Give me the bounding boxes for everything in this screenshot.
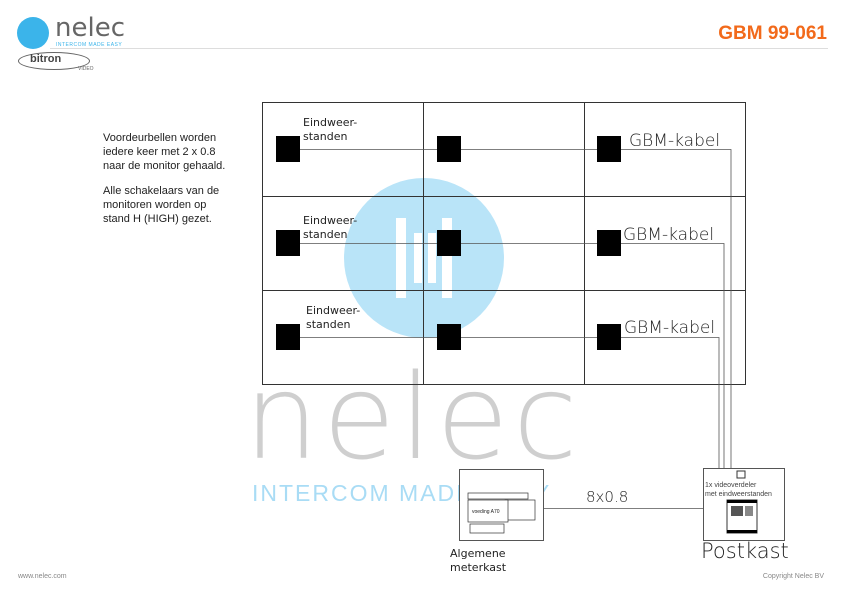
note-2: Alle schakelaars van de monitoren worden … [103, 184, 219, 226]
postkast-label: Postkast [701, 539, 789, 563]
monitor-row2-right [597, 230, 621, 256]
monitor-row1-mid [437, 136, 461, 162]
cable-8x08-label: 8x0.8 [586, 488, 629, 506]
postkast-desc: 1x videoverdeler met eindweerstanden [705, 481, 772, 499]
cable-label-row3: GBM-kabel [624, 318, 716, 338]
label-line: Eindweer- [306, 304, 361, 317]
footer-url[interactable]: www.nelec.com [18, 573, 67, 580]
label-line: standen [303, 228, 348, 241]
label-line: Eindweer- [303, 116, 358, 129]
doc-code: GBM 99-061 [718, 23, 827, 44]
label-line: standen [303, 130, 348, 143]
monitor-row1-right [597, 136, 621, 162]
doorbell-row1 [276, 136, 300, 162]
label-line: 1x videoverdeler [705, 482, 757, 489]
label-line: Algemene [450, 547, 506, 560]
note-line: monitoren worden op [103, 199, 207, 211]
nelec-logo-text: nelec [55, 13, 125, 43]
note-line: stand H (HIGH) gezet. [103, 213, 212, 225]
power-supply-icon [467, 492, 536, 534]
watermark-text: nelec [244, 348, 582, 486]
nelec-logo-icon [17, 17, 49, 49]
label-line: Eindweer- [303, 214, 358, 227]
building-grid [262, 102, 746, 385]
label-line: standen [306, 318, 351, 331]
footer-copyright: Copyright Nelec BV [762, 573, 824, 580]
bitron-logo-text: bitron [30, 53, 62, 65]
resistor-label-row3: Eindweer-standen [306, 304, 360, 332]
monitor-row3-right [597, 324, 621, 350]
video-distributor-icon [726, 499, 758, 534]
label-line: meterkast [450, 561, 507, 574]
power-supply-label: voeding A70 [472, 509, 500, 515]
doorbell-row2 [276, 230, 300, 256]
monitor-row3-mid [437, 324, 461, 350]
lock-icon [736, 470, 746, 479]
resistor-label-row1: Eindweer-standen [303, 116, 357, 144]
nelec-tagline: INTERCOM MADE EASY [56, 42, 123, 48]
doorbell-row3 [276, 324, 300, 350]
bitron-logo-tag: VIDEO [78, 66, 94, 72]
cable-label-row2: GBM-kabel [623, 225, 715, 245]
header-divider [50, 48, 828, 49]
note-line: Voordeurbellen worden [103, 132, 217, 144]
resistor-label-row2: Eindweer-standen [303, 214, 357, 242]
label-line: met eindweerstanden [705, 491, 772, 498]
note-line: Alle schakelaars van de [103, 185, 220, 197]
bitron-logo [18, 52, 90, 70]
cable-label-row1: GBM-kabel [629, 131, 721, 151]
note-line: iedere keer met 2 x 0.8 [103, 146, 216, 158]
monitor-row2-mid [437, 230, 461, 256]
watermark-bars-icon [396, 218, 452, 298]
note-line: naar de monitor gehaald. [103, 160, 226, 172]
note-1: Voordeurbellen worden iedere keer met 2 x… [103, 131, 225, 173]
